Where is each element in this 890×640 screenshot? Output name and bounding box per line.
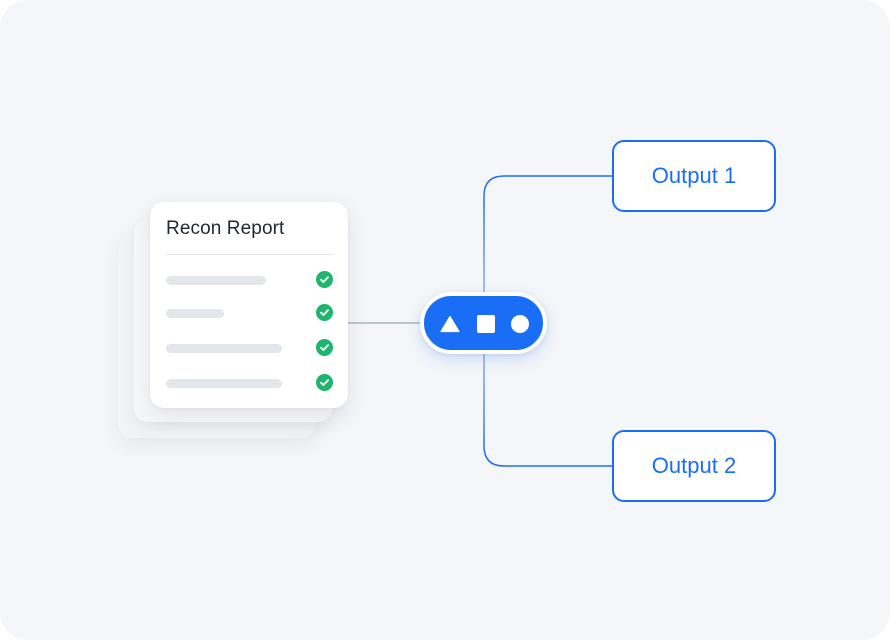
report-row: [166, 338, 333, 358]
placeholder-bar: [166, 379, 282, 388]
report-divider: [166, 254, 333, 255]
placeholder-bar: [166, 309, 224, 318]
check-icon: [316, 304, 333, 321]
output-2-box[interactable]: Output 2: [612, 430, 776, 502]
hub-to-output-2-connector: [483, 354, 612, 467]
placeholder-bar: [166, 276, 266, 285]
check-icon: [316, 374, 333, 391]
circle-icon: [511, 315, 529, 333]
square-icon: [477, 315, 495, 333]
report-row: [166, 373, 333, 393]
report-row: [166, 303, 333, 323]
check-icon: [316, 271, 333, 288]
recon-report-card[interactable]: Recon Report: [150, 202, 348, 408]
report-title: Recon Report: [166, 218, 285, 239]
triangle-icon: [440, 315, 460, 333]
processing-hub[interactable]: [420, 292, 547, 354]
report-row: [166, 270, 333, 290]
check-icon: [316, 339, 333, 356]
output-1-box[interactable]: Output 1: [612, 140, 776, 212]
placeholder-bar: [166, 344, 282, 353]
hub-to-output-1-connector: [483, 175, 612, 294]
